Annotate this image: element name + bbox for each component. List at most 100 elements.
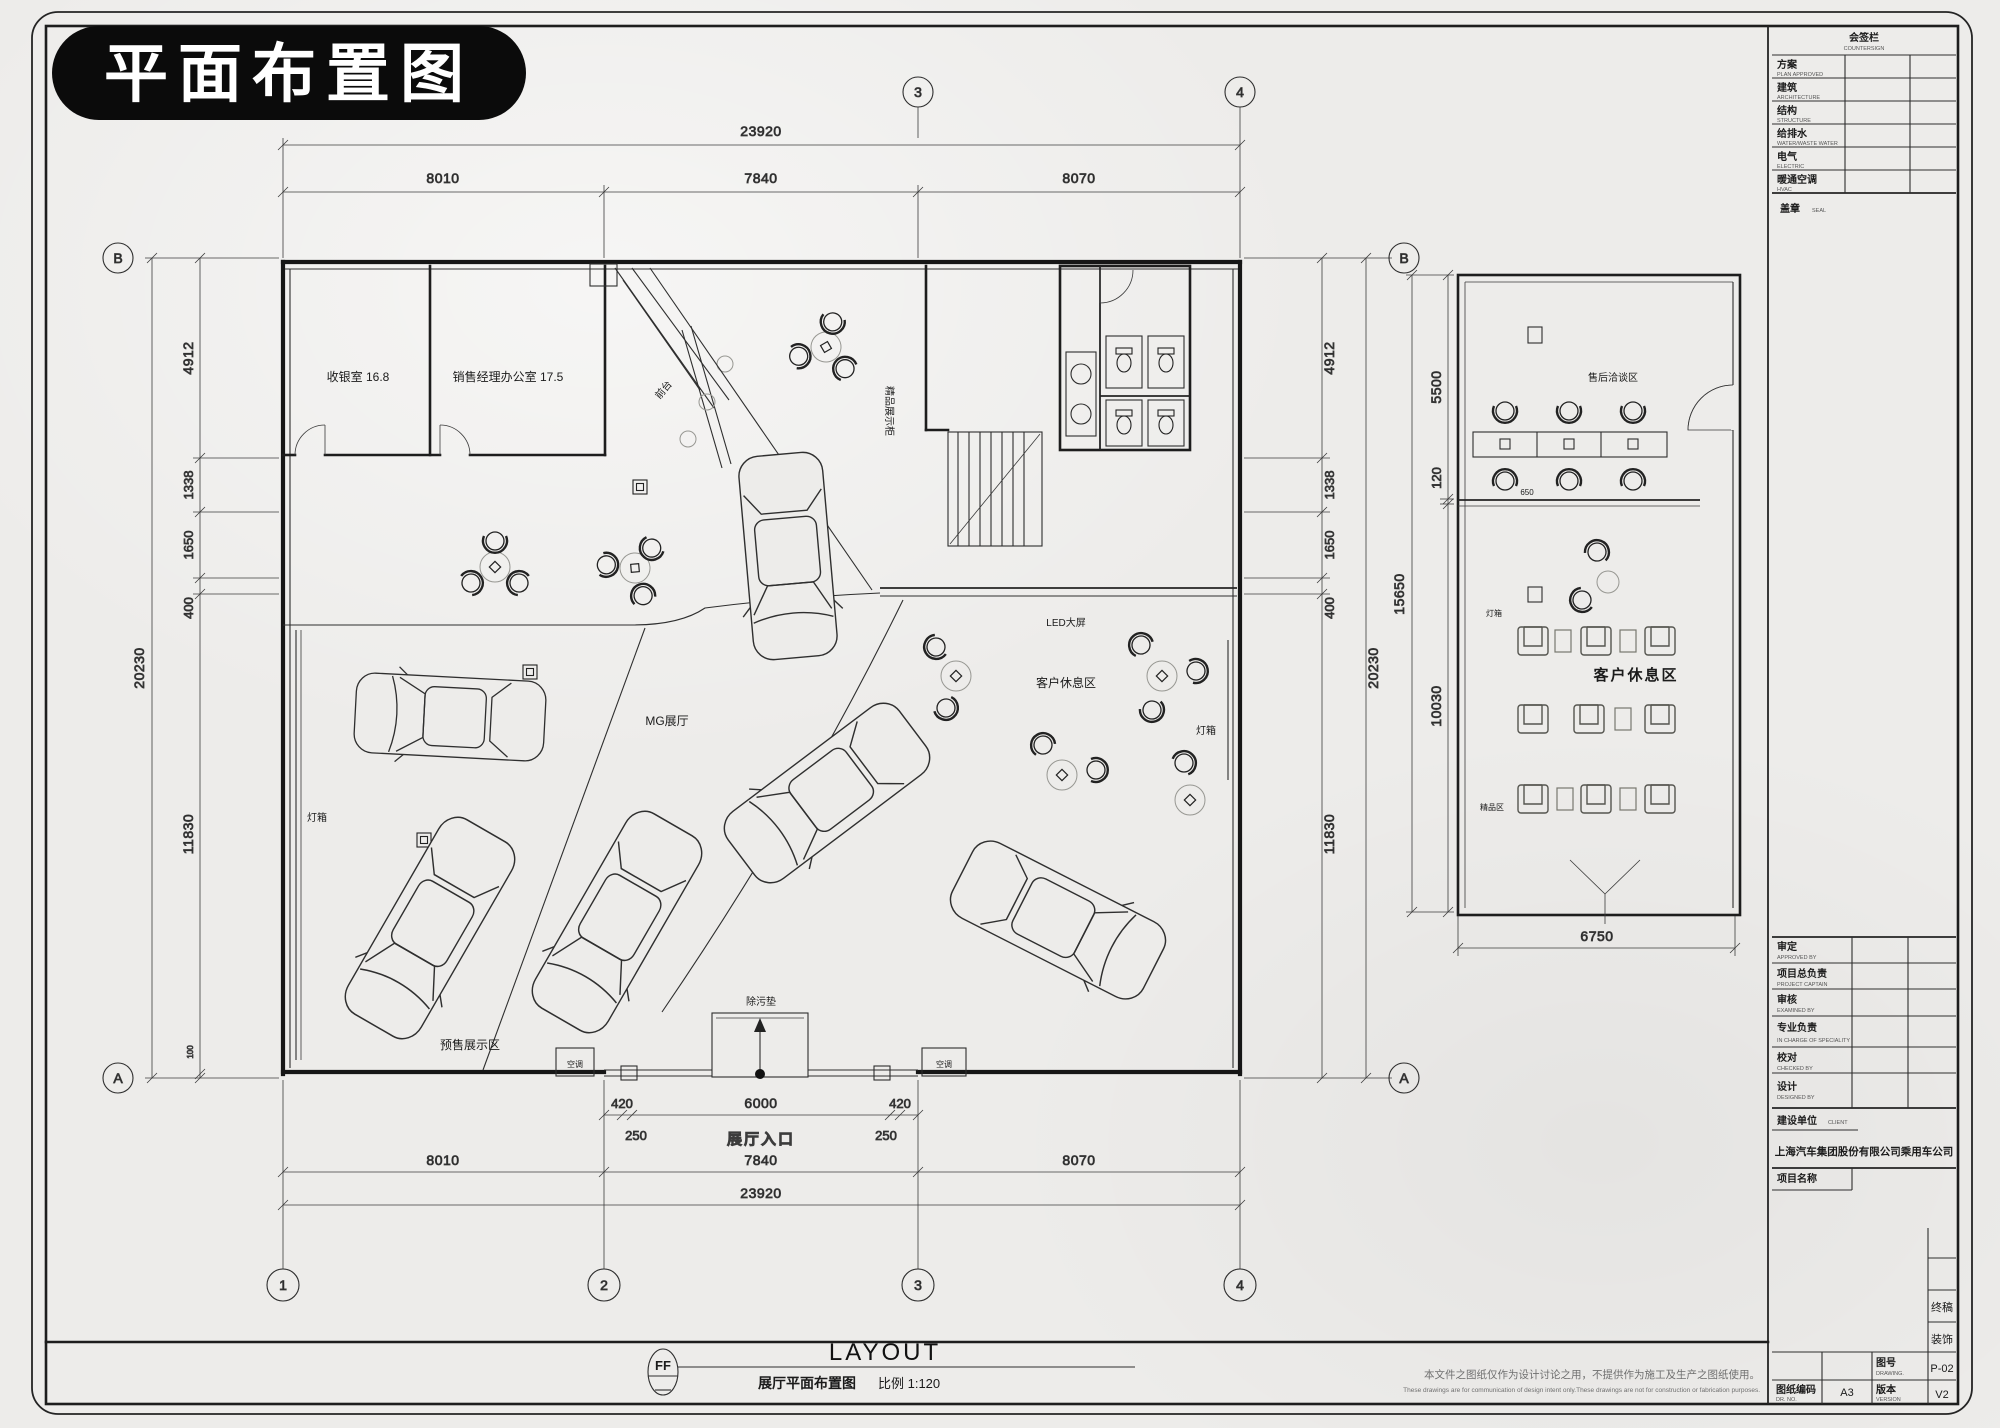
annex-label-aftersales: 售后洽谈区 [1588,371,1638,384]
seating-cluster [457,532,533,598]
led-wall [880,587,1237,597]
dim-entry-420l: 420 [611,1096,633,1111]
seating-cluster [781,303,871,386]
dim-left-total: 20230 [131,647,147,688]
room-label-reception: 前台 [652,378,675,402]
dim-entry-420r: 420 [889,1096,911,1111]
entrance-label: 展厅入口 [727,1131,795,1148]
signoff-speciality: 专业负责 [1777,1021,1817,1034]
restrooms [1058,264,1192,452]
drawing-no-label-en: DRAWING. [1876,1371,1904,1377]
ac-unit-right [921,1047,967,1077]
room-label-led-screen: LED大屏 [1046,616,1085,629]
dim-top-seg1: 8010 [426,170,459,186]
car [329,805,531,1051]
lounge-furniture [918,627,1211,816]
discipline-plumbing: 给排水 [1777,127,1808,140]
grid-bubble-4: 4 [1236,1277,1244,1293]
dim-annex-5500: 5500 [1428,370,1444,403]
room-label-ac-left: 空调 [567,1059,583,1069]
signoff-designed: 设计 [1777,1080,1797,1093]
dim-left-11830: 11830 [180,814,196,854]
discipline-electric-en: ELECTRIC [1777,164,1804,170]
dim-right-400: 400 [1322,597,1337,619]
dim-right-4912: 4912 [1321,341,1337,374]
stairs [947,431,1043,547]
dim-entry-6000: 6000 [744,1095,777,1111]
dim-annex: 5500 120 10030 15650 6750 [1391,269,1741,956]
client-name: 上海汽车集团股份有限公司乘用车公司 [1775,1145,1954,1158]
room-label-sales-office: 销售经理办公室 17.5 [453,369,564,384]
room-label-entrance-mat: 除污垫 [746,995,776,1008]
drawing-no-value: P-02 [1930,1363,1953,1375]
footer-strip: FF LAYOUT 展厅平面布置图 比例 1:120 本文件之图纸仅作为设计讨论… [647,1339,1760,1396]
grid-bubble-1: 1 [279,1277,287,1293]
discipline-plumbing-en: WATER/WASTE WATER [1777,141,1838,147]
layout-scale: 比例 1:120 [878,1376,940,1391]
annex-lounge-furniture [1517,535,1676,924]
version-value: V2 [1935,1389,1948,1401]
dim-right-1650: 1650 [1322,531,1337,560]
client-label-en: CLIENT [1828,1120,1848,1126]
dim-left-1650: 1650 [181,531,196,560]
dim-bottom: 420 6000 420 250 250 展厅入口 8010 7840 8070… [266,1080,1257,1302]
signoff-captain: 项目总负责 [1777,967,1827,980]
car [939,826,1177,1014]
dim-annex-6750: 6750 [1580,928,1613,944]
car [728,449,848,663]
dim-bottom-total: 23920 [740,1185,781,1201]
annex-label-lounge: 客户休息区 [1592,666,1678,684]
sheet-border [31,11,1973,1415]
signoff-checked-en: CHECKED BY [1777,1066,1813,1072]
disclaimer-cn: 本文件之图纸仅作为设计讨论之用，不提供作为施工及生产之图纸使用。 [1424,1368,1760,1381]
layout-title-en: LAYOUT [829,1339,941,1366]
countersign-title: 会签栏 [1849,31,1879,44]
annex-label-lightbox: 灯箱 [1486,608,1502,618]
annex-label-boutique: 精品区 [1480,802,1504,812]
dim-entry-250l: 250 [625,1128,647,1143]
car [352,663,548,771]
annex-dim-650: 650 [1520,488,1534,497]
discipline-plan: 方案 [1777,58,1798,71]
version-label: 版本 [1876,1383,1897,1396]
grid-bubble-4-top: 4 [1236,84,1244,100]
entrance-mat [711,1012,809,1079]
grid-bubble-A-right: A [1399,1070,1409,1086]
stage-decoration: 装饰 [1931,1332,1953,1346]
dim-right-total: 20230 [1365,647,1381,688]
grid-bubble-B-left: B [113,250,122,266]
room-label-showroom: MG展厅 [645,714,688,728]
page-title: 平面布置图 [104,38,474,110]
dim-right: 4912 1338 1650 400 11830 20230 B A [1244,242,1420,1094]
seal-label: 盖章 [1780,202,1800,215]
dim-left: 4912 1338 1650 400 11830 100 20230 B A [102,242,279,1094]
grid-bubble-3: 3 [914,1277,922,1293]
title-badge: 平面布置图 [52,26,526,120]
room-label-lightbox-right: 灯箱 [1196,724,1216,737]
grid-bubble-3-top: 3 [914,84,922,100]
signoff-approved-en: APPROVED BY [1777,955,1817,961]
main-plan: 收银室 16.8 销售经理办公室 17.5 前台 精品展示柜 MG展厅 LED大… [280,259,1243,1081]
room-label-boutique-cabinet: 精品展示柜 [883,386,896,436]
stage-final: 终稿 [1931,1300,1953,1314]
dim-annex-120: 120 [1429,467,1444,489]
dim-top-seg3: 8070 [1062,170,1095,186]
discipline-plan-en: PLAN APPROVED [1777,72,1823,78]
discipline-hvac: 暖通空调 [1777,173,1817,186]
room-label-cashier: 收银室 16.8 [327,369,390,384]
seating-cluster [586,517,686,616]
dim-left-1338: 1338 [181,471,196,500]
sheet-code-value: A3 [1840,1387,1853,1399]
dim-annex-total: 15650 [1391,573,1407,614]
dim-bottom-seg1: 8010 [426,1152,459,1168]
discipline-electric: 电气 [1777,150,1797,163]
room-label-lounge: 客户休息区 [1036,675,1096,690]
title-block: 会签栏 COUNTERSIGN 方案 PLAN APPROVED 建筑 ARCH… [1772,31,1956,1404]
dim-right-1338: 1338 [1322,471,1337,500]
project-label: 项目名称 [1777,1172,1817,1185]
signoff-checked: 校对 [1777,1051,1797,1064]
disclaimer-en: These drawings are for communication of … [1403,1387,1760,1394]
sheet-code-label: 图纸编码 [1776,1383,1816,1396]
